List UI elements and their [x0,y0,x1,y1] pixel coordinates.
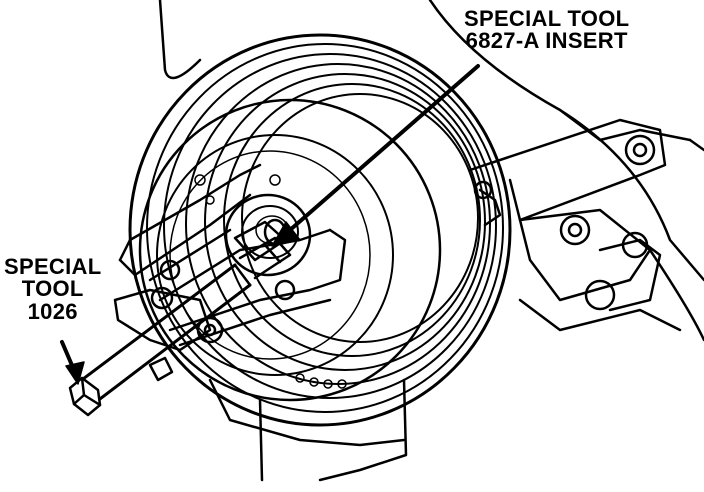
puller-tool-1026 [68,163,347,417]
mounting-bracket [468,118,667,312]
callout-special-tool-insert: SPECIAL TOOL 6827-A INSERT [464,6,630,54]
callout-insert-line1: SPECIAL TOOL [464,6,630,31]
vibration-damper [128,33,512,427]
leader-arrows [60,64,480,385]
callout-puller-line3: 1026 [27,298,78,324]
callout-insert-line2: 6827-A INSERT [465,28,628,54]
callout-special-tool-puller: SPECIAL TOOL 1026 [4,254,102,324]
callout-puller-line2: TOOL [21,276,84,302]
engine-block [158,0,704,482]
callout-puller-line1: SPECIAL [4,254,102,279]
